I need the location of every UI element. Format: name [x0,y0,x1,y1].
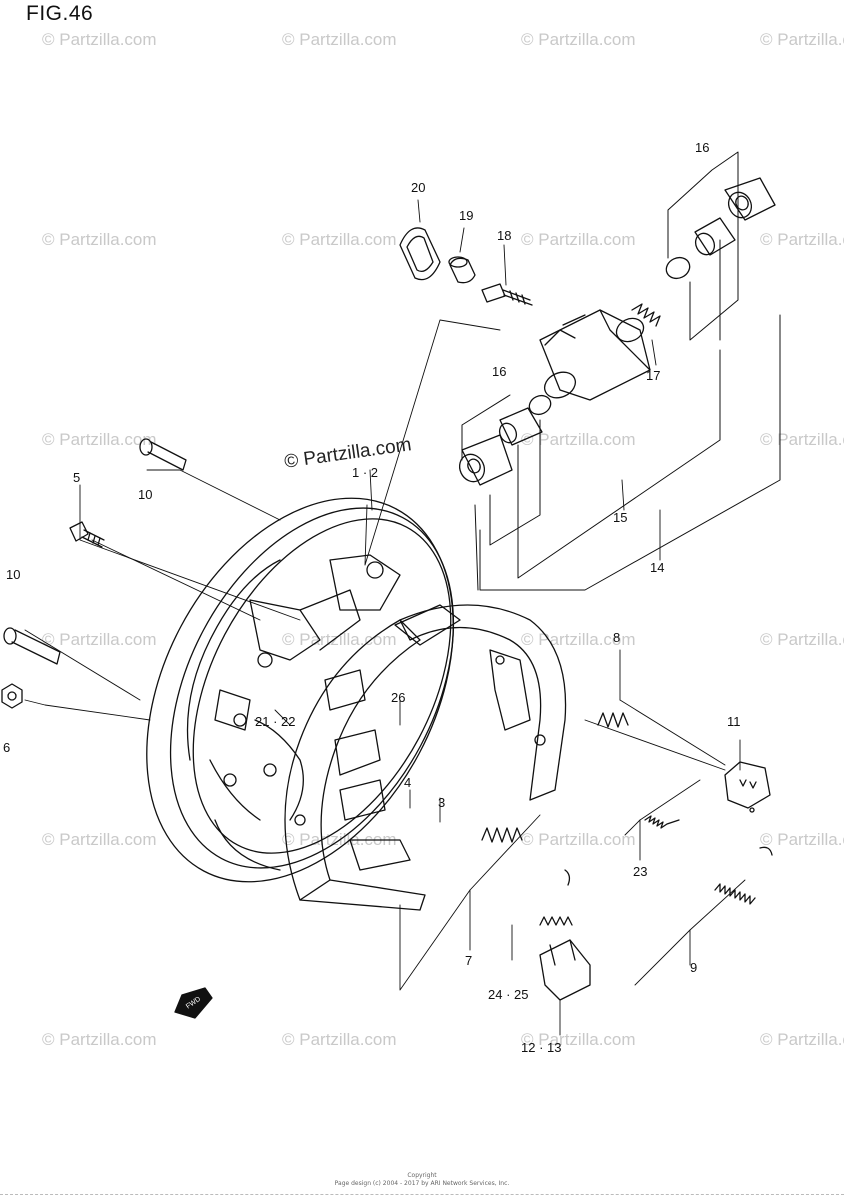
adjuster-lever [724,761,771,813]
watermark: © Partzilla.com [760,30,844,49]
watermark: © Partzilla.com [282,30,397,49]
spring-8 [597,712,629,728]
callout-3[interactable]: 3 [438,795,446,810]
callout-15[interactable]: 15 [613,510,628,525]
watermark: © Partzilla.com [760,630,844,649]
retainer-clip [539,939,591,1001]
callout-1-2[interactable]: 1 · 2 [352,465,379,480]
callout-10-lower[interactable]: 10 [6,567,21,582]
callout-5[interactable]: 5 [73,470,81,485]
callout-9[interactable]: 9 [690,960,698,975]
spring-23 [644,815,680,829]
callout-brackets [461,151,781,591]
watermark: © Partzilla.com [521,630,636,649]
bleeder-cap [448,256,476,284]
watermark: © Partzilla.com [42,230,157,249]
callout-6[interactable]: 6 [3,740,11,755]
watermark: © Partzilla.com [42,830,157,849]
watermark: © Partzilla.com [521,830,636,849]
watermark: © Partzilla.com [42,30,157,49]
watermark: © Partzilla.com [521,1030,636,1049]
callout-12-13[interactable]: 12 · 13 [521,1040,562,1055]
watermark: © Partzilla.com [521,430,636,449]
bolt-lower [3,627,61,665]
figure-title: FIG.46 [26,2,94,25]
watermark: © Partzilla.com [760,230,844,249]
spring-9 [714,846,773,905]
backing-plate [146,497,455,883]
bolt-5 [69,521,105,548]
bolt-upper [139,438,187,471]
callout-10-upper[interactable]: 10 [138,487,153,502]
callout-18[interactable]: 18 [497,228,512,243]
watermark: © Partzilla.com [521,30,636,49]
watermark: © Partzilla.com [42,630,157,649]
callout-11[interactable]: 11 [727,714,741,729]
bleeder-screw [481,283,533,306]
brake-shoe-rear [394,604,567,801]
watermark: © Partzilla.com [42,1030,157,1049]
watermark: © Partzilla.com [42,430,157,449]
piston-kit-upper [665,177,776,280]
footer-copyright: Copyright [407,1172,437,1179]
watermark: © Partzilla.com [521,230,636,249]
footer-divider [0,1194,844,1195]
watermark: © Partzilla.com [282,630,397,649]
callout-26[interactable]: 26 [391,690,406,705]
callout-17[interactable]: 17 [646,368,661,383]
callout-7[interactable]: 7 [465,953,473,968]
piston-kit-lower [458,394,552,486]
callout-16-lower[interactable]: 16 [492,364,507,379]
callout-21-22[interactable]: 21 · 22 [255,714,296,729]
watermark: © Partzilla.com [760,830,844,849]
callout-8[interactable]: 8 [613,630,621,645]
spring-shoe-lower [481,827,523,843]
watermark: © Partzilla.com [282,230,397,249]
footer-design-credit: Page design (c) 2004 - 2017 by ARI Netwo… [334,1180,510,1187]
nut-6 [1,683,23,709]
callout-20[interactable]: 20 [411,180,426,195]
cylinder-spring [631,303,661,327]
watermark: © Partzilla.com [760,1030,844,1049]
callout-19[interactable]: 19 [459,208,474,223]
spring-24-25 [539,869,573,926]
callout-23[interactable]: 23 [633,864,648,879]
boot-plate [399,227,441,281]
brake-shoe-front [284,619,426,911]
watermark: © Partzilla.com [760,430,844,449]
fwd-arrow-icon [174,987,213,1019]
callout-24-25[interactable]: 24 · 25 [488,987,529,1002]
callout-4[interactable]: 4 [404,775,412,790]
callout-16-upper[interactable]: 16 [695,140,710,155]
callout-14[interactable]: 14 [650,560,665,575]
wheel-cylinder [539,309,651,401]
leader-lines [24,199,746,1036]
watermark: © Partzilla.com [282,1030,397,1049]
